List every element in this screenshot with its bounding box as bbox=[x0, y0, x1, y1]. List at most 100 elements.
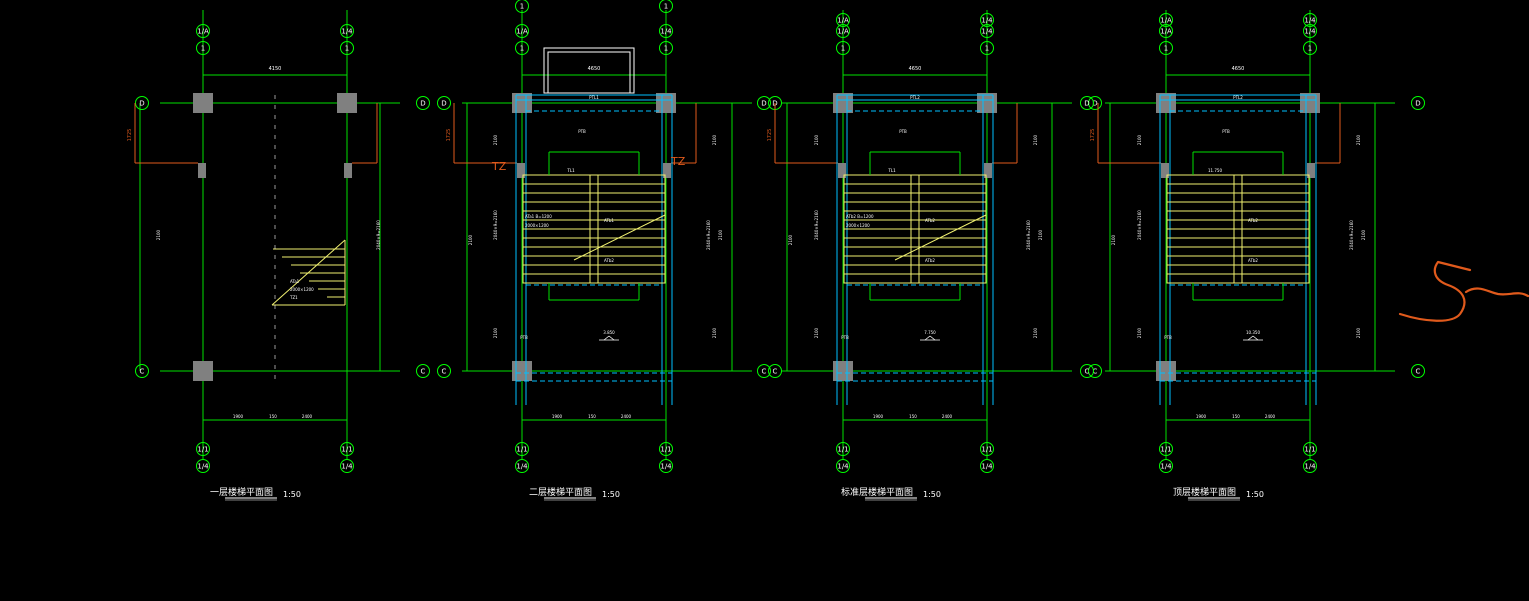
axis-bubble-label: 1/4 bbox=[341, 463, 353, 471]
axis-bubble-label: 1/A bbox=[837, 28, 849, 36]
axis-bubble bbox=[340, 41, 354, 55]
stair-diagonal bbox=[573, 214, 666, 261]
row-bubble-d-label: D bbox=[1415, 100, 1420, 108]
axis-bubble-label: 1/4 bbox=[341, 28, 353, 36]
dim-text: 2100 bbox=[156, 229, 161, 240]
axis-bubble-label: 1 bbox=[841, 45, 845, 53]
column bbox=[833, 361, 853, 381]
axis-bubble bbox=[1303, 24, 1317, 38]
axis-bubble-label: 1/4 bbox=[981, 463, 993, 471]
dim-bottom-text: 2400 bbox=[942, 414, 953, 419]
elev-mark bbox=[929, 335, 936, 341]
dim-top-text: 4650 bbox=[1232, 66, 1245, 72]
axis-bubble bbox=[1159, 41, 1173, 55]
axis-bubble bbox=[196, 24, 210, 38]
elev-mark bbox=[1252, 335, 1259, 341]
label-ptb: PTB bbox=[899, 129, 907, 134]
stair-note: 2000×1200 bbox=[525, 223, 549, 228]
axis-bubble-label: 1/4 bbox=[837, 463, 849, 471]
axis-bubble-label: 1 bbox=[985, 45, 989, 53]
axis-bubble-label: 1/1 bbox=[660, 446, 671, 454]
markup-text: 1725 bbox=[127, 129, 133, 142]
column-small bbox=[344, 163, 352, 178]
elev-mark bbox=[608, 335, 615, 341]
dim-text: 2100 bbox=[1361, 229, 1366, 240]
label-tl: TL1 bbox=[566, 168, 575, 173]
handwriting-stroke bbox=[1398, 260, 1529, 322]
dim-top-text: 4150 bbox=[269, 66, 282, 72]
axis-bubble bbox=[515, 459, 529, 473]
column-small bbox=[517, 163, 525, 178]
row-bubble-d bbox=[1088, 96, 1102, 110]
column bbox=[193, 361, 213, 381]
dim-top-text: 4650 bbox=[588, 66, 601, 72]
dim-text: 2100 bbox=[1356, 134, 1361, 145]
row-bubble-d bbox=[416, 96, 430, 110]
axis-bubble-label: 1/4 bbox=[660, 28, 672, 36]
axis-bubble-label: 1/4 bbox=[1304, 17, 1316, 25]
axis-bubble bbox=[1159, 24, 1173, 38]
dim-text: 2040×9=2160 bbox=[493, 210, 498, 240]
row-bubble-c bbox=[1088, 364, 1102, 378]
column-small bbox=[663, 163, 671, 178]
row-bubble-d bbox=[757, 96, 771, 110]
row-bubble-d-label: D bbox=[420, 100, 425, 108]
column-small bbox=[838, 163, 846, 178]
label-at: ATb2 bbox=[604, 258, 614, 263]
axis-bubble-label: 1/1 bbox=[837, 446, 848, 454]
dim-text: 2100 bbox=[718, 229, 723, 240]
axis-bubble-label: 1 bbox=[1308, 45, 1312, 53]
axis-bubble-label: 1/A bbox=[516, 28, 528, 36]
label-elev: 3.850 bbox=[603, 330, 615, 335]
dim-bottom-text: 2400 bbox=[302, 414, 313, 419]
dim-bottom-text: 150 bbox=[269, 414, 277, 419]
plan-title: 二层楼梯平面图 bbox=[529, 486, 592, 498]
walls bbox=[1159, 94, 1317, 405]
dim-bottom-text: 150 bbox=[1232, 414, 1240, 419]
axis-bubble-label: 1/1 bbox=[981, 446, 992, 454]
axis-bubble bbox=[980, 442, 994, 456]
dim-text: 2100 bbox=[1033, 327, 1038, 338]
axis-bubble bbox=[659, 442, 673, 456]
axis-bubble-label: 1/4 bbox=[981, 17, 993, 25]
handwritten-annotation bbox=[1398, 260, 1529, 322]
markup-text: 1725 bbox=[1090, 129, 1096, 142]
axis-bubble bbox=[980, 459, 994, 473]
axis-bubble bbox=[515, 0, 529, 13]
column-small bbox=[1161, 163, 1169, 178]
dim-text: 2040×9=2160 bbox=[1349, 220, 1354, 250]
markup-text: 1725 bbox=[446, 129, 452, 142]
dim-text: 2040×9=2160 bbox=[814, 210, 819, 240]
axis-bubble-label: 1/1 bbox=[1160, 446, 1171, 454]
axis-bubble bbox=[659, 24, 673, 38]
axis-bubble bbox=[1303, 41, 1317, 55]
axis-bubble-label: 1/A bbox=[837, 17, 849, 25]
axis-bubble bbox=[836, 24, 850, 38]
stair-note: ATa1 B=1200 bbox=[525, 214, 552, 219]
row-bubble-c-label: C bbox=[1085, 368, 1090, 376]
dim-text: 2100 bbox=[1356, 327, 1361, 338]
elev-mark bbox=[924, 335, 931, 341]
dim-bottom-text: 2400 bbox=[621, 414, 632, 419]
dim-text: 2040×9=2160 bbox=[706, 220, 711, 250]
axis-bubble-label: 1/4 bbox=[1160, 463, 1172, 471]
dim-text: 2100 bbox=[493, 327, 498, 338]
dim-text: 2100 bbox=[468, 234, 473, 245]
label-at: ATb2 bbox=[1248, 258, 1258, 263]
row-bubble-c bbox=[437, 364, 451, 378]
row-bubble-d bbox=[1080, 96, 1094, 110]
axis-bubble-label: 1/A bbox=[1160, 28, 1172, 36]
dim-text: 2100 bbox=[1038, 229, 1043, 240]
axis-bubble-label: 1/4 bbox=[981, 28, 993, 36]
row-bubble-c-label: C bbox=[421, 368, 426, 376]
dim-bottom-text: 1900 bbox=[233, 414, 244, 419]
axis-bubble bbox=[1159, 442, 1173, 456]
